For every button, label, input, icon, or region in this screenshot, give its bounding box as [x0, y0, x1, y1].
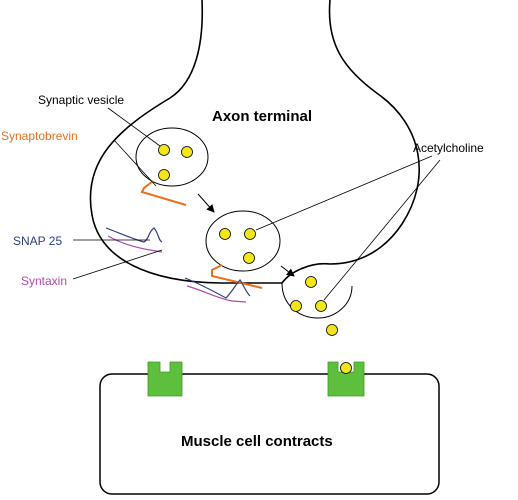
- leader-synaptobrevin: [113, 139, 157, 187]
- receptor-2: [327, 361, 365, 397]
- acetylcholine-released: [326, 324, 338, 336]
- vesicle-arrow-1: [197, 193, 215, 213]
- synaptobrevin-strand-1: [140, 180, 187, 206]
- label-snap25: SNAP 25: [13, 234, 62, 248]
- label-synaptobrevin: Synaptobrevin: [1, 129, 78, 143]
- leader-synaptic-vesicle: [107, 107, 161, 147]
- label-muscle-cell: Muscle cell contracts: [181, 433, 333, 450]
- axon-terminal-membrane: [89, 0, 421, 284]
- syntaxin-strand-1: [107, 235, 163, 253]
- label-synaptic-vesicle: Synaptic vesicle: [38, 93, 124, 107]
- leader-syntaxin: [72, 249, 163, 280]
- leader-acetylcholine-2: [323, 159, 441, 301]
- label-acetylcholine: Acetylcholine: [413, 141, 484, 155]
- snap25-strand-2: [184, 277, 251, 299]
- synaptic-vesicle-2: [205, 210, 281, 272]
- vesicle-arrow-2: [280, 265, 295, 277]
- muscle-cell: [99, 373, 440, 495]
- fusing-vesicle: [281, 276, 353, 319]
- label-axon-terminal: Axon terminal: [212, 108, 312, 125]
- syntaxin-strand-2: [186, 285, 247, 303]
- label-syntaxin: Syntaxin: [21, 274, 67, 288]
- snap25-strand-1: [105, 227, 163, 243]
- leader-acetylcholine-1: [255, 155, 433, 231]
- acetylcholine-bound: [340, 362, 352, 374]
- receptor-1: [147, 361, 183, 397]
- synaptic-vesicle-1: [135, 127, 209, 187]
- synaptobrevin-strand-2: [211, 264, 263, 289]
